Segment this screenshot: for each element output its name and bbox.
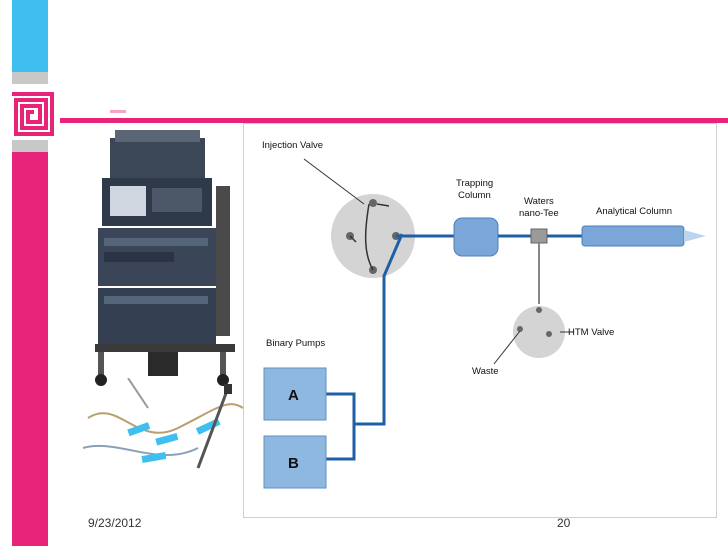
tubing-pump-a — [326, 392, 382, 426]
htm-valve-circle — [513, 306, 565, 358]
tubing-pump-b — [326, 424, 356, 461]
pump-b-label: B — [288, 455, 299, 472]
binary-pumps-label: Binary Pumps — [266, 338, 325, 349]
injection-valve-callout — [303, 158, 365, 205]
nano-lc-flow-diagram: Injection Valve Trapping Column Waters n… — [262, 140, 706, 489]
left-accent-bar-grey-lower — [12, 140, 48, 152]
injection-valve-circle — [331, 194, 415, 278]
left-accent-bar-grey — [12, 72, 48, 84]
left-accent-bar-pink — [12, 152, 48, 546]
trapping-column-label-1: Trapping — [456, 178, 493, 189]
left-accent-bar-cyan — [12, 0, 48, 72]
nano-tubing-image — [82, 378, 244, 469]
pump-a-box — [263, 367, 327, 421]
spiral-logo-icon — [12, 92, 54, 136]
waters-label: Waters — [524, 196, 554, 207]
footer-page-number: 20 — [557, 516, 571, 530]
pump-b-box — [263, 435, 327, 489]
nano-tee — [530, 228, 548, 244]
injection-valve-label: Injection Valve — [262, 140, 323, 151]
waste-label: Waste — [472, 366, 499, 377]
tubing-pumps-to-valve — [354, 233, 404, 426]
analytical-column-label: Analytical Column — [596, 206, 672, 217]
nano-tee-label: nano-Tee — [519, 208, 559, 219]
analytical-column — [581, 225, 685, 247]
title-rule — [60, 118, 728, 123]
trapping-column — [453, 217, 499, 257]
footer-date: 9/23/2012 — [88, 516, 142, 530]
column-outlet-spray — [684, 230, 706, 242]
title-accent-mark — [110, 110, 126, 113]
flow-diagram-panel: Injection Valve Trapping Column Waters n… — [243, 123, 717, 518]
htm-valve-label: HTM Valve — [568, 327, 614, 338]
trapping-column-label-2: Column — [458, 190, 491, 201]
lc-instrument-image — [95, 130, 235, 386]
pump-a-label: A — [288, 387, 299, 404]
